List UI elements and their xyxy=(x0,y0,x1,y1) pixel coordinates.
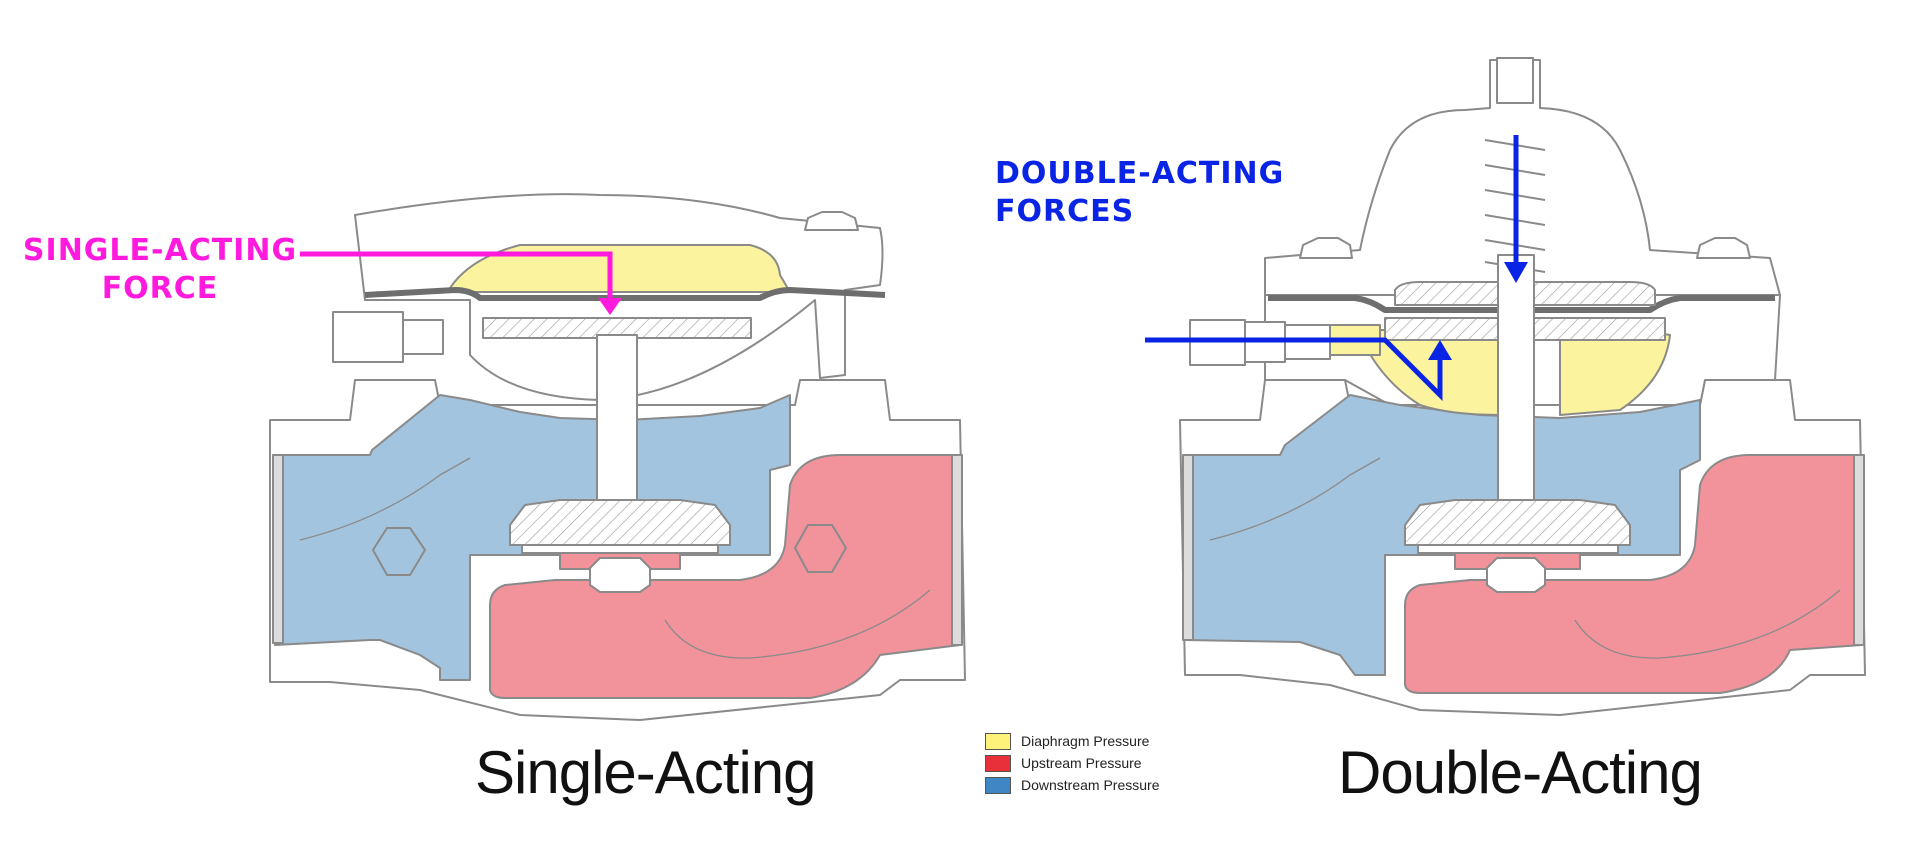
pressure-legend: Diaphragm Pressure Upstream Pressure Dow… xyxy=(985,730,1160,796)
double-acting-title: Double-Acting xyxy=(1338,739,1703,806)
single-acting-force-label-line1: SINGLE-ACTING xyxy=(22,233,298,268)
legend-item-downstream: Downstream Pressure xyxy=(985,774,1160,796)
legend-label-diaphragm: Diaphragm Pressure xyxy=(1021,733,1150,749)
single-upstream-chamber xyxy=(489,454,961,699)
legend-swatch-diaphragm xyxy=(985,732,1011,750)
legend-swatch-upstream xyxy=(985,754,1011,772)
single-left-hex-plug xyxy=(372,527,426,576)
double-bonnet xyxy=(1264,59,1781,296)
single-cover-bolt xyxy=(804,211,859,231)
single-valve-disc xyxy=(509,499,731,546)
single-acting-force-label: SINGLE-ACTING FORCE xyxy=(20,232,300,308)
double-upstream-flow-arrow xyxy=(1574,589,1841,659)
legend-label-downstream: Downstream Pressure xyxy=(1021,777,1160,793)
single-acting-title: Single-Acting xyxy=(475,739,817,806)
single-seat-ring xyxy=(521,544,719,554)
single-disc-nut xyxy=(589,557,651,593)
double-acting-force-arrow-spring xyxy=(1504,135,1528,283)
legend-item-upstream: Upstream Pressure xyxy=(985,752,1160,774)
double-valve-disc xyxy=(1404,499,1631,546)
single-left-flange xyxy=(272,454,284,644)
single-upstream-flow-arrow xyxy=(664,589,931,659)
double-downstream-flow-arrow xyxy=(1209,457,1381,541)
double-top-cap xyxy=(1496,57,1534,104)
double-right-flange xyxy=(1853,454,1865,646)
double-acting-forces-label: DOUBLE-ACTING FORCES xyxy=(995,156,1285,229)
double-disc-nut xyxy=(1486,557,1546,593)
legend-item-diaphragm: Diaphragm Pressure xyxy=(985,730,1160,752)
single-stem xyxy=(596,334,638,501)
legend-swatch-downstream xyxy=(985,776,1011,794)
double-seat-ring xyxy=(1417,544,1619,554)
single-right-hex-plug xyxy=(794,524,847,573)
single-side-nut xyxy=(402,319,444,355)
legend-label-upstream: Upstream Pressure xyxy=(1021,755,1142,771)
single-acting-force-label-line2: FORCE xyxy=(101,271,219,306)
single-acting-force-arrow xyxy=(300,251,622,315)
single-side-port xyxy=(332,311,404,363)
double-upstream-chamber xyxy=(1404,454,1863,694)
single-right-flange xyxy=(951,454,963,646)
double-acting-regulator xyxy=(1179,57,1866,716)
double-left-cover-bolt xyxy=(1299,237,1353,259)
single-acting-regulator xyxy=(269,193,966,721)
single-downstream-flow-arrow xyxy=(299,457,471,541)
double-acting-force-arrow-diaphragm xyxy=(1145,337,1452,402)
double-stem xyxy=(1497,254,1535,501)
single-diaphragm-chamber xyxy=(449,244,791,293)
double-right-cover-bolt xyxy=(1696,237,1751,259)
double-left-flange xyxy=(1182,454,1194,641)
